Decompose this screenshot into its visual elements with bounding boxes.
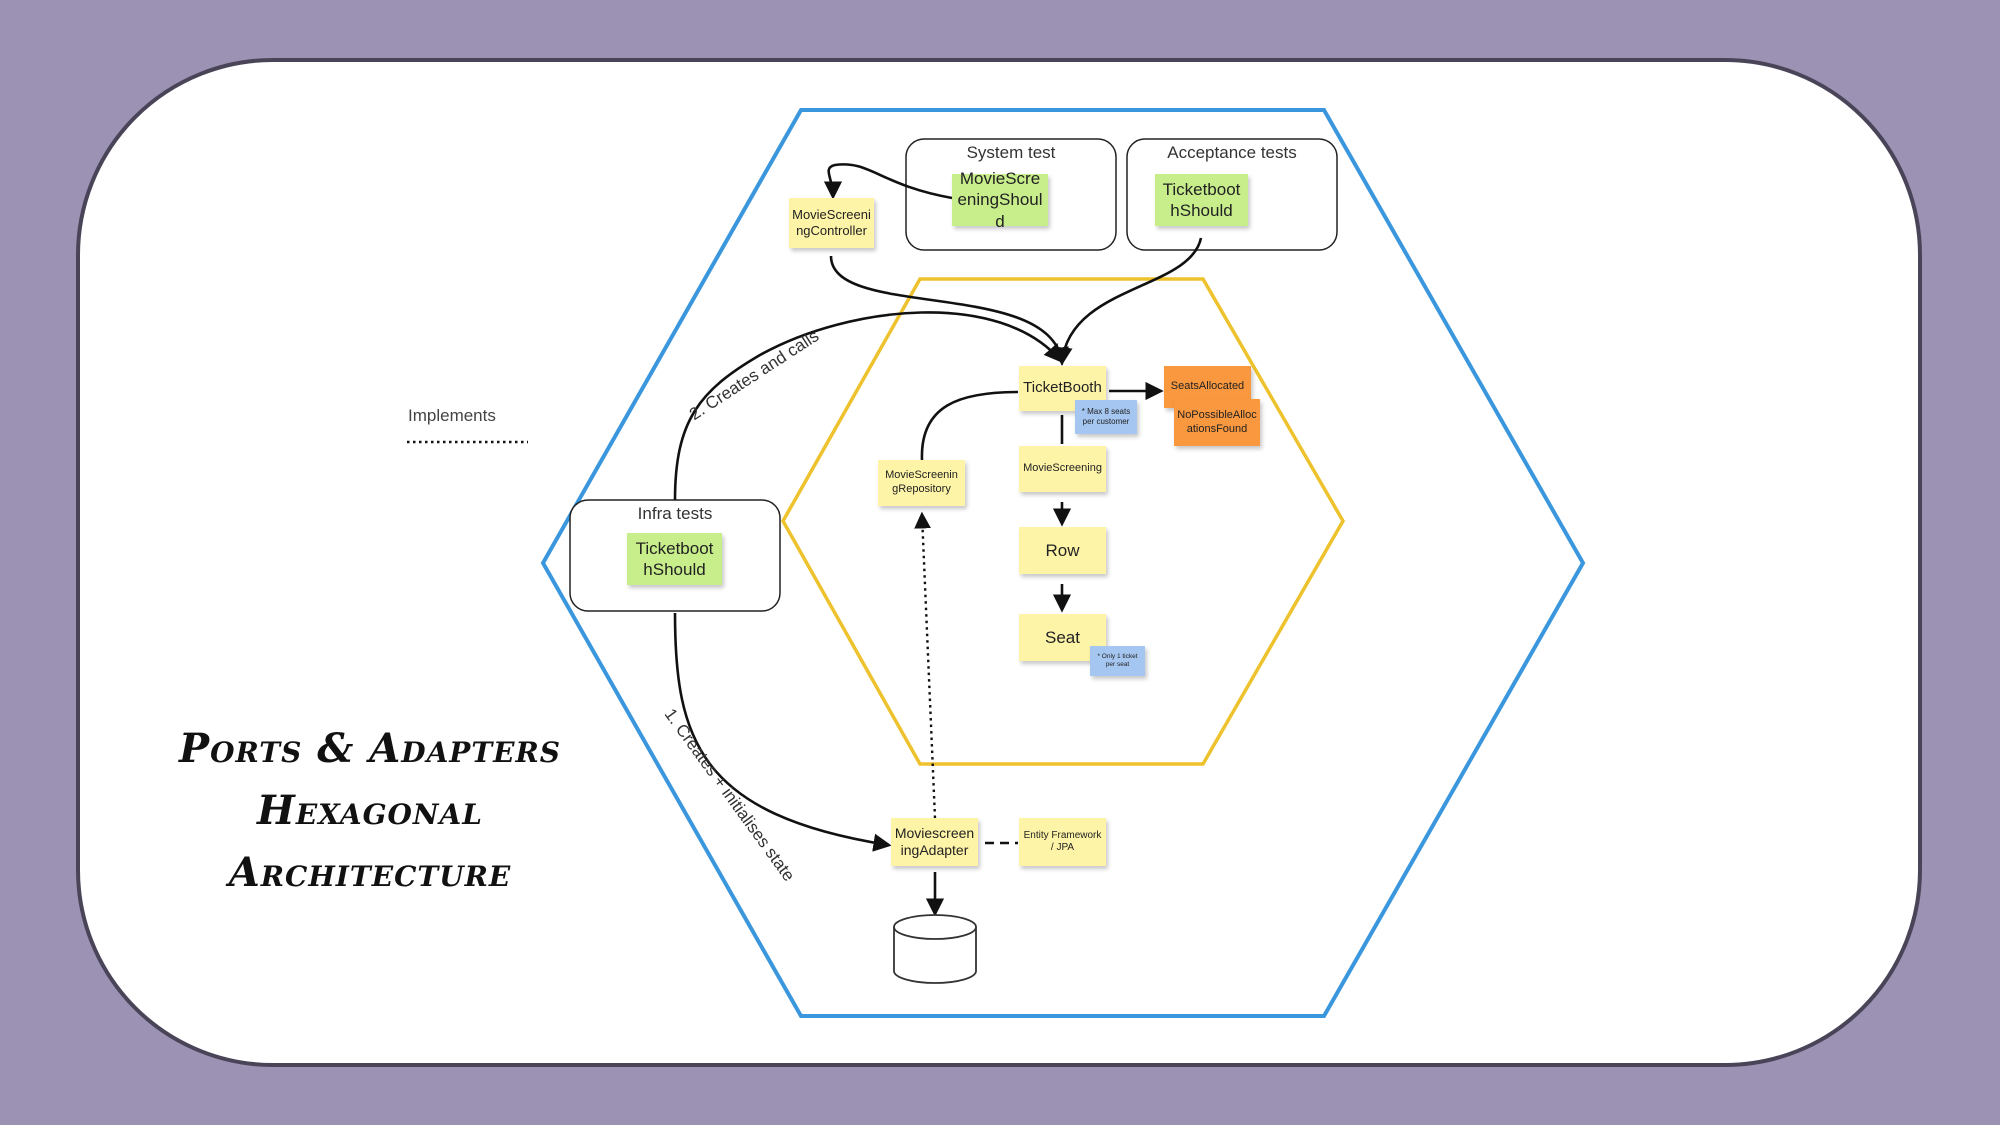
acceptance-tests-box [1126,138,1338,251]
system-test-box [905,138,1117,251]
title-line-2: Hexagonal [257,787,483,834]
arrow-infra-creates-calls [673,311,1063,501]
inner-hexagon [780,277,1346,766]
movie-screening-sticky: MovieScreening [1019,446,1106,492]
system-test-class-sticky: MovieScreeningShould [952,169,1048,231]
page-title: Ports & Adapters Hexagonal Architecture [150,718,590,904]
arrow-system-test-to-controller [823,163,953,200]
one-ticket-note-sticky: * Only 1 ticket per seat [1090,646,1145,676]
database-icon [893,914,977,984]
white-panel [76,58,1922,1067]
acceptance-tests-label: Acceptance tests [1167,143,1297,162]
controller-sticky: MovieScreeningController [789,198,874,248]
line-ticketbooth-to-repository [920,390,1019,461]
acceptance-test-class-sticky: TicketboothShould [1155,174,1248,226]
system-test-label: System test [966,143,1056,162]
no-possible-allocations-sticky: NoPossibleAllocationsFound [1174,399,1260,446]
title-line-3: Architecture [228,849,512,896]
infra-test-class-sticky: TicketboothShould [627,533,722,585]
arrow-infra-creates-initialises [673,612,892,852]
arrow-acceptance-to-ticketbooth [1054,237,1203,366]
ticketbooth-sticky: TicketBooth [1019,366,1106,411]
row-sticky: Row [1019,527,1106,574]
arrow-controller-to-ticketbooth [829,255,1069,366]
repository-sticky: MovieScreeningRepository [878,460,965,506]
outer-hexagon [540,108,1586,1018]
infra-tests-label: Infra tests [637,504,713,523]
implements-adapter-to-repository [914,511,937,819]
entity-framework-sticky: Entity Framework / JPA [1019,818,1106,866]
max-seats-note-sticky: * Max 8 seats per customer [1075,400,1137,434]
implements-legend-label: Implements [408,406,496,425]
title-line-1: Ports & Adapters [178,725,562,772]
adapter-sticky: MoviescreeningAdapter [891,818,978,866]
